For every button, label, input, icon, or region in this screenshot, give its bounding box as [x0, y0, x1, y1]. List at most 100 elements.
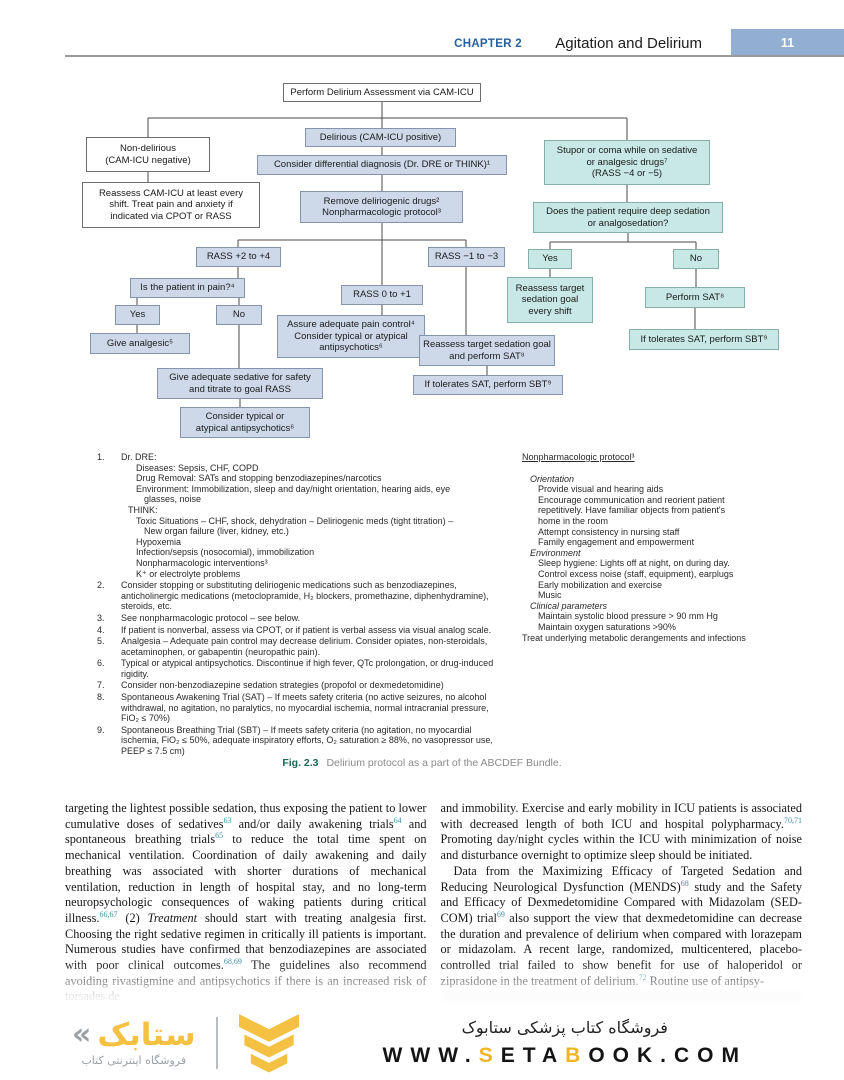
flowchart-node-deep-yes: Yes [528, 249, 572, 269]
protocol-title: Nonpharmacologic protocol³ [522, 452, 635, 462]
logo-chevron-icon: « [72, 1016, 92, 1052]
footnote-line: Hypoxemia [136, 536, 182, 547]
italic-text: Treatment [147, 910, 198, 925]
protocol-line: Encourage communication and reorient pat… [538, 494, 725, 505]
reference-superscript: 70,71 [784, 815, 802, 825]
protocol-line: repetitively. Have familiar objects from… [538, 505, 726, 516]
body-paragraph: and immobility. Exercise and early mobil… [440, 801, 803, 863]
flowchart-node-stupor-coma: Stupor or coma while on sedative or anal… [544, 140, 710, 185]
flowchart-node-remove-drugs: Remove deliriogenic drugs² Nonpharmacolo… [300, 191, 463, 223]
flowchart-node-pain-yes: Yes [115, 305, 160, 325]
body-paragraph: Data from the Maximizing Efficacy of Tar… [440, 863, 803, 988]
reference-superscript: 66,67 [99, 909, 118, 919]
footer-store-block: فروشگاه کتاب پزشکی ستابوک WWW.SETABOOK.C… [304, 1018, 844, 1068]
protocol-line: Provide visual and hearing aids [538, 484, 664, 495]
flowchart-node-reassess-goal-sat: Reassess target sedation goal and perfor… [419, 335, 555, 366]
flowchart-node-pain-no: No [216, 305, 262, 325]
url-letter-group: ETA [500, 1044, 566, 1067]
footnote-text: Consider stopping or substituting deliri… [121, 580, 489, 612]
protocol-line: Sleep hygiene: Lights off at night, on d… [538, 558, 730, 569]
logo-divider [215, 1017, 218, 1069]
protocol-line: Maintain systolic blood pressure > 90 mm… [538, 611, 718, 622]
flowchart-node-perform-sat: Perform SAT⁸ [645, 287, 745, 308]
faded-text-line [440, 993, 802, 1004]
footnote-item: 7. Consider non-benzodiazepine sedation s… [97, 680, 512, 691]
body-column-right: and immobility. Exercise and early mobil… [440, 801, 803, 1019]
logo-wordmark: ستابک [97, 1016, 196, 1053]
body-paragraph: targeting the lightest possible sedation… [65, 801, 427, 1004]
footnote-text: Typical or atypical antipsychotics. Disc… [121, 658, 494, 679]
footnote-line: Environment: Immobilization, sleep and d… [136, 483, 451, 494]
body-column-left: targeting the lightest possible sedation… [65, 801, 427, 1020]
protocol-line: home in the room [538, 515, 609, 526]
footnote-line: Dr. DRE: [121, 452, 157, 462]
body-text: targeting the lightest possible sedation… [65, 801, 803, 1020]
protocol-line: Clinical parameters [530, 600, 608, 611]
chapter-title: Agitation and Delirium [555, 35, 702, 52]
figure-caption: Fig. 2.3 Delirium protocol as a part of … [0, 757, 844, 769]
footnote-item: 6. Typical or atypical antipsychotics. Di… [97, 658, 512, 679]
footnote-item: 3. See nonpharmacologic protocol – see be… [97, 613, 512, 624]
protocol-line: Orientation [530, 473, 575, 484]
reference-superscript: 68,69 [223, 956, 242, 966]
reference-superscript: 64 [393, 815, 402, 825]
flowchart-node-give-analgesic: Give analgesic⁵ [90, 333, 190, 354]
reference-superscript: 69 [496, 909, 505, 919]
store-url: WWW.SETABOOK.COM [304, 1044, 826, 1068]
protocol-line: Treat underlying metabolic derangements … [522, 632, 746, 643]
flowchart-node-rass-plus-2-4: RASS +2 to +4 [196, 247, 281, 267]
page-header: CHAPTER 2 Agitation and Delirium 11 [65, 28, 844, 57]
protocol-line: Maintain oxygen saturations >90% [538, 621, 676, 632]
footnote-number: 2. [97, 580, 105, 591]
logo-tagline: فروشگاه اینترنتی کتاب [81, 1054, 187, 1068]
footnote-text: If patient is nonverbal, assess via CPOT… [121, 624, 492, 635]
flowchart-node-reassess-every-shift: Reassess target sedation goal every shif… [507, 277, 593, 323]
footnote-line: Nonpharmacologic interventions³ [136, 557, 268, 568]
footnote-text: See nonpharmacologic protocol – see belo… [121, 612, 301, 623]
footnote-line: K⁺ or electrolyte problems [136, 568, 241, 579]
protocol-line: Control excess noise (staff, equipment),… [538, 568, 734, 579]
footnote-line: New organ failure (liver, kidney, etc.) [144, 526, 289, 537]
reference-superscript: 63 [223, 815, 232, 825]
footnote-number: 1. [97, 452, 105, 462]
protocol-line: Family engagement and empowerment [538, 537, 695, 548]
footnote-line: Infection/sepsis (nosocomial), immobiliz… [136, 547, 315, 558]
footnote-line: Toxic Situations – CHF, shock, dehydrati… [136, 515, 454, 526]
footnote-number: 8. [97, 692, 105, 703]
footnote-number: 9. [97, 724, 105, 735]
setabook-logo: « ستابک فروشگاه اینترنتی کتاب [72, 1019, 196, 1068]
protocol-line: Environment [530, 547, 581, 558]
figure-caption-label: Fig. 2.3 [282, 757, 319, 769]
store-name-line: فروشگاه کتاب پزشکی ستابوک [461, 1018, 668, 1037]
figure-caption-text: Delirium protocol as a part of the ABCDE… [326, 757, 562, 769]
url-letter-group: OOK.COM [588, 1044, 747, 1067]
flowchart-node-pain-question: Is the patient in pain?⁴ [130, 278, 245, 298]
flowchart-node-deep-no: No [673, 249, 719, 269]
footnote-number: 3. [97, 612, 105, 623]
header-rule [65, 55, 844, 57]
footnote-item: 4. If patient is nonverbal, assess via CP… [97, 625, 512, 636]
footnote-text: Consider non-benzodiazepine sedation str… [121, 680, 444, 691]
protocol-line: Music [538, 590, 562, 601]
reference-superscript: 65 [215, 831, 224, 841]
flowchart-node-tolerates-sbt-teal: If tolerates SAT, perform SBT⁹ [629, 329, 779, 350]
footnote-text: Spontaneous Breathing Trial (SBT) – If m… [121, 724, 493, 757]
footnote-item: 5. Analgesia – Adequate pain control may … [97, 636, 512, 657]
flowchart-node-consider-differential: Consider differential diagnosis (Dr. DRE… [257, 155, 507, 175]
flowchart-node-non-delirious: Non-delirious (CAM-ICU negative) [86, 137, 210, 172]
flowchart-connectors [136, 102, 697, 407]
footnote-number: 5. [97, 636, 105, 647]
footnote-number: 6. [97, 658, 105, 669]
url-letter-group: S [478, 1044, 501, 1067]
footnote-line: THINK: [128, 504, 158, 515]
page-number-badge: 11 [731, 29, 844, 56]
footnote-number: 7. [97, 680, 105, 691]
footnote-number: 4. [97, 624, 105, 635]
footnote-text: Analgesia – Adequate pain control may de… [121, 636, 488, 657]
url-letter-group: B [565, 1044, 589, 1067]
